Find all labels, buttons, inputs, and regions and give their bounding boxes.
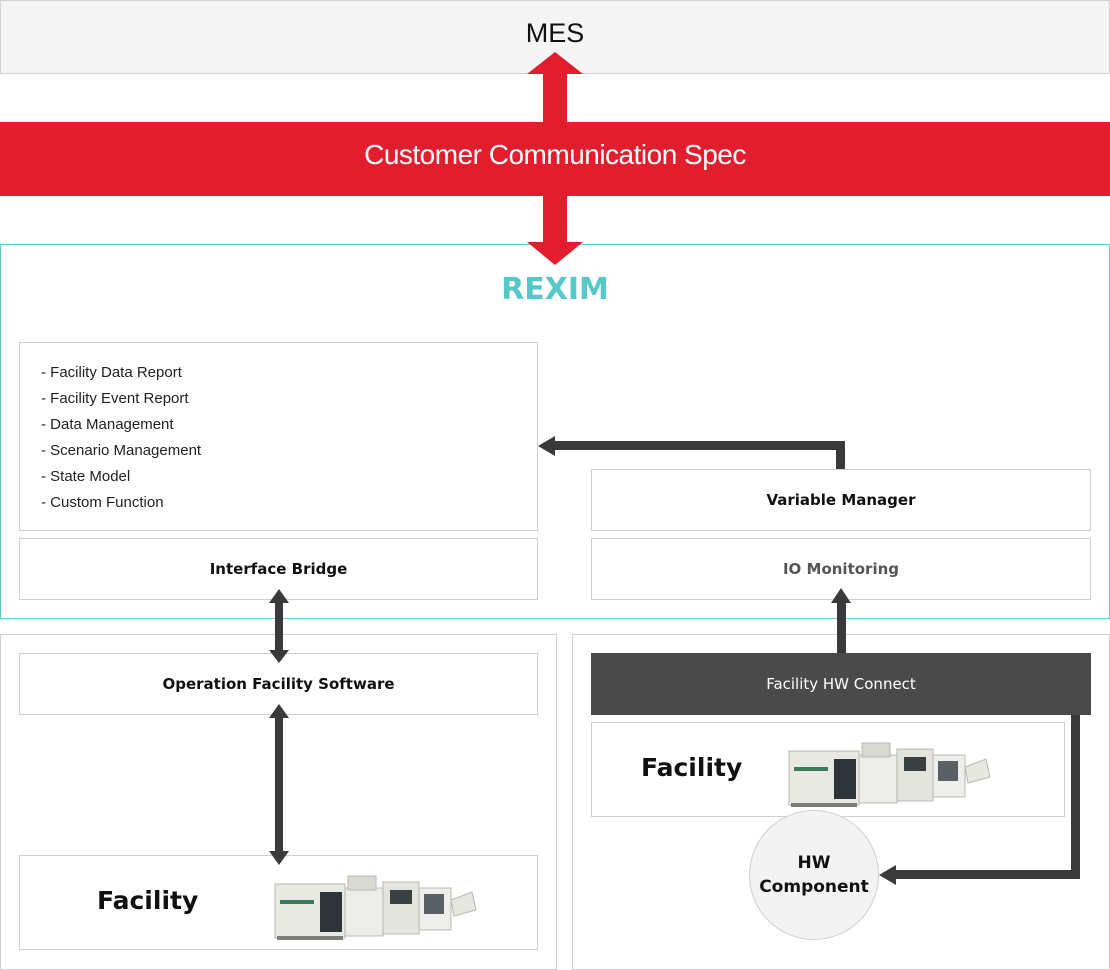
operation-facility-software-box: Operation Facility Software [19,653,538,715]
function-item: - Facility Event Report [41,390,189,407]
rexim-functions-list: - Facility Data Report - Facility Event … [41,360,201,516]
io-monitoring-box: IO Monitoring [591,538,1091,600]
function-item: - Data Management [41,416,174,433]
function-item: - State Model [41,468,131,485]
customer-communication-spec-band [0,122,1110,196]
facility-label-left: Facility [97,886,199,915]
facility-machine-image-right [788,742,991,807]
rexim-functions-box [19,342,538,531]
function-item: - Scenario Management [41,442,202,459]
interface-bridge-box: Interface Bridge [19,538,538,600]
facility-label-right: Facility [641,753,743,782]
function-item: - Custom Function [41,494,164,511]
facility-machine-image-left [274,875,477,940]
variable-manager-box: Variable Manager [591,469,1091,531]
rexim-title: REXIM [501,272,609,307]
hw-component-label-line1: HW [797,853,831,873]
facility-hw-connect-box: Facility HW Connect [591,653,1091,715]
hw-component-label-line2: Component [759,877,869,897]
function-item: - Facility Data Report [41,364,182,381]
customer-communication-spec-title: Customer Communication Spec [364,139,746,170]
mes-title: MES [525,18,585,48]
hw-component-circle: HW Component [749,810,879,940]
